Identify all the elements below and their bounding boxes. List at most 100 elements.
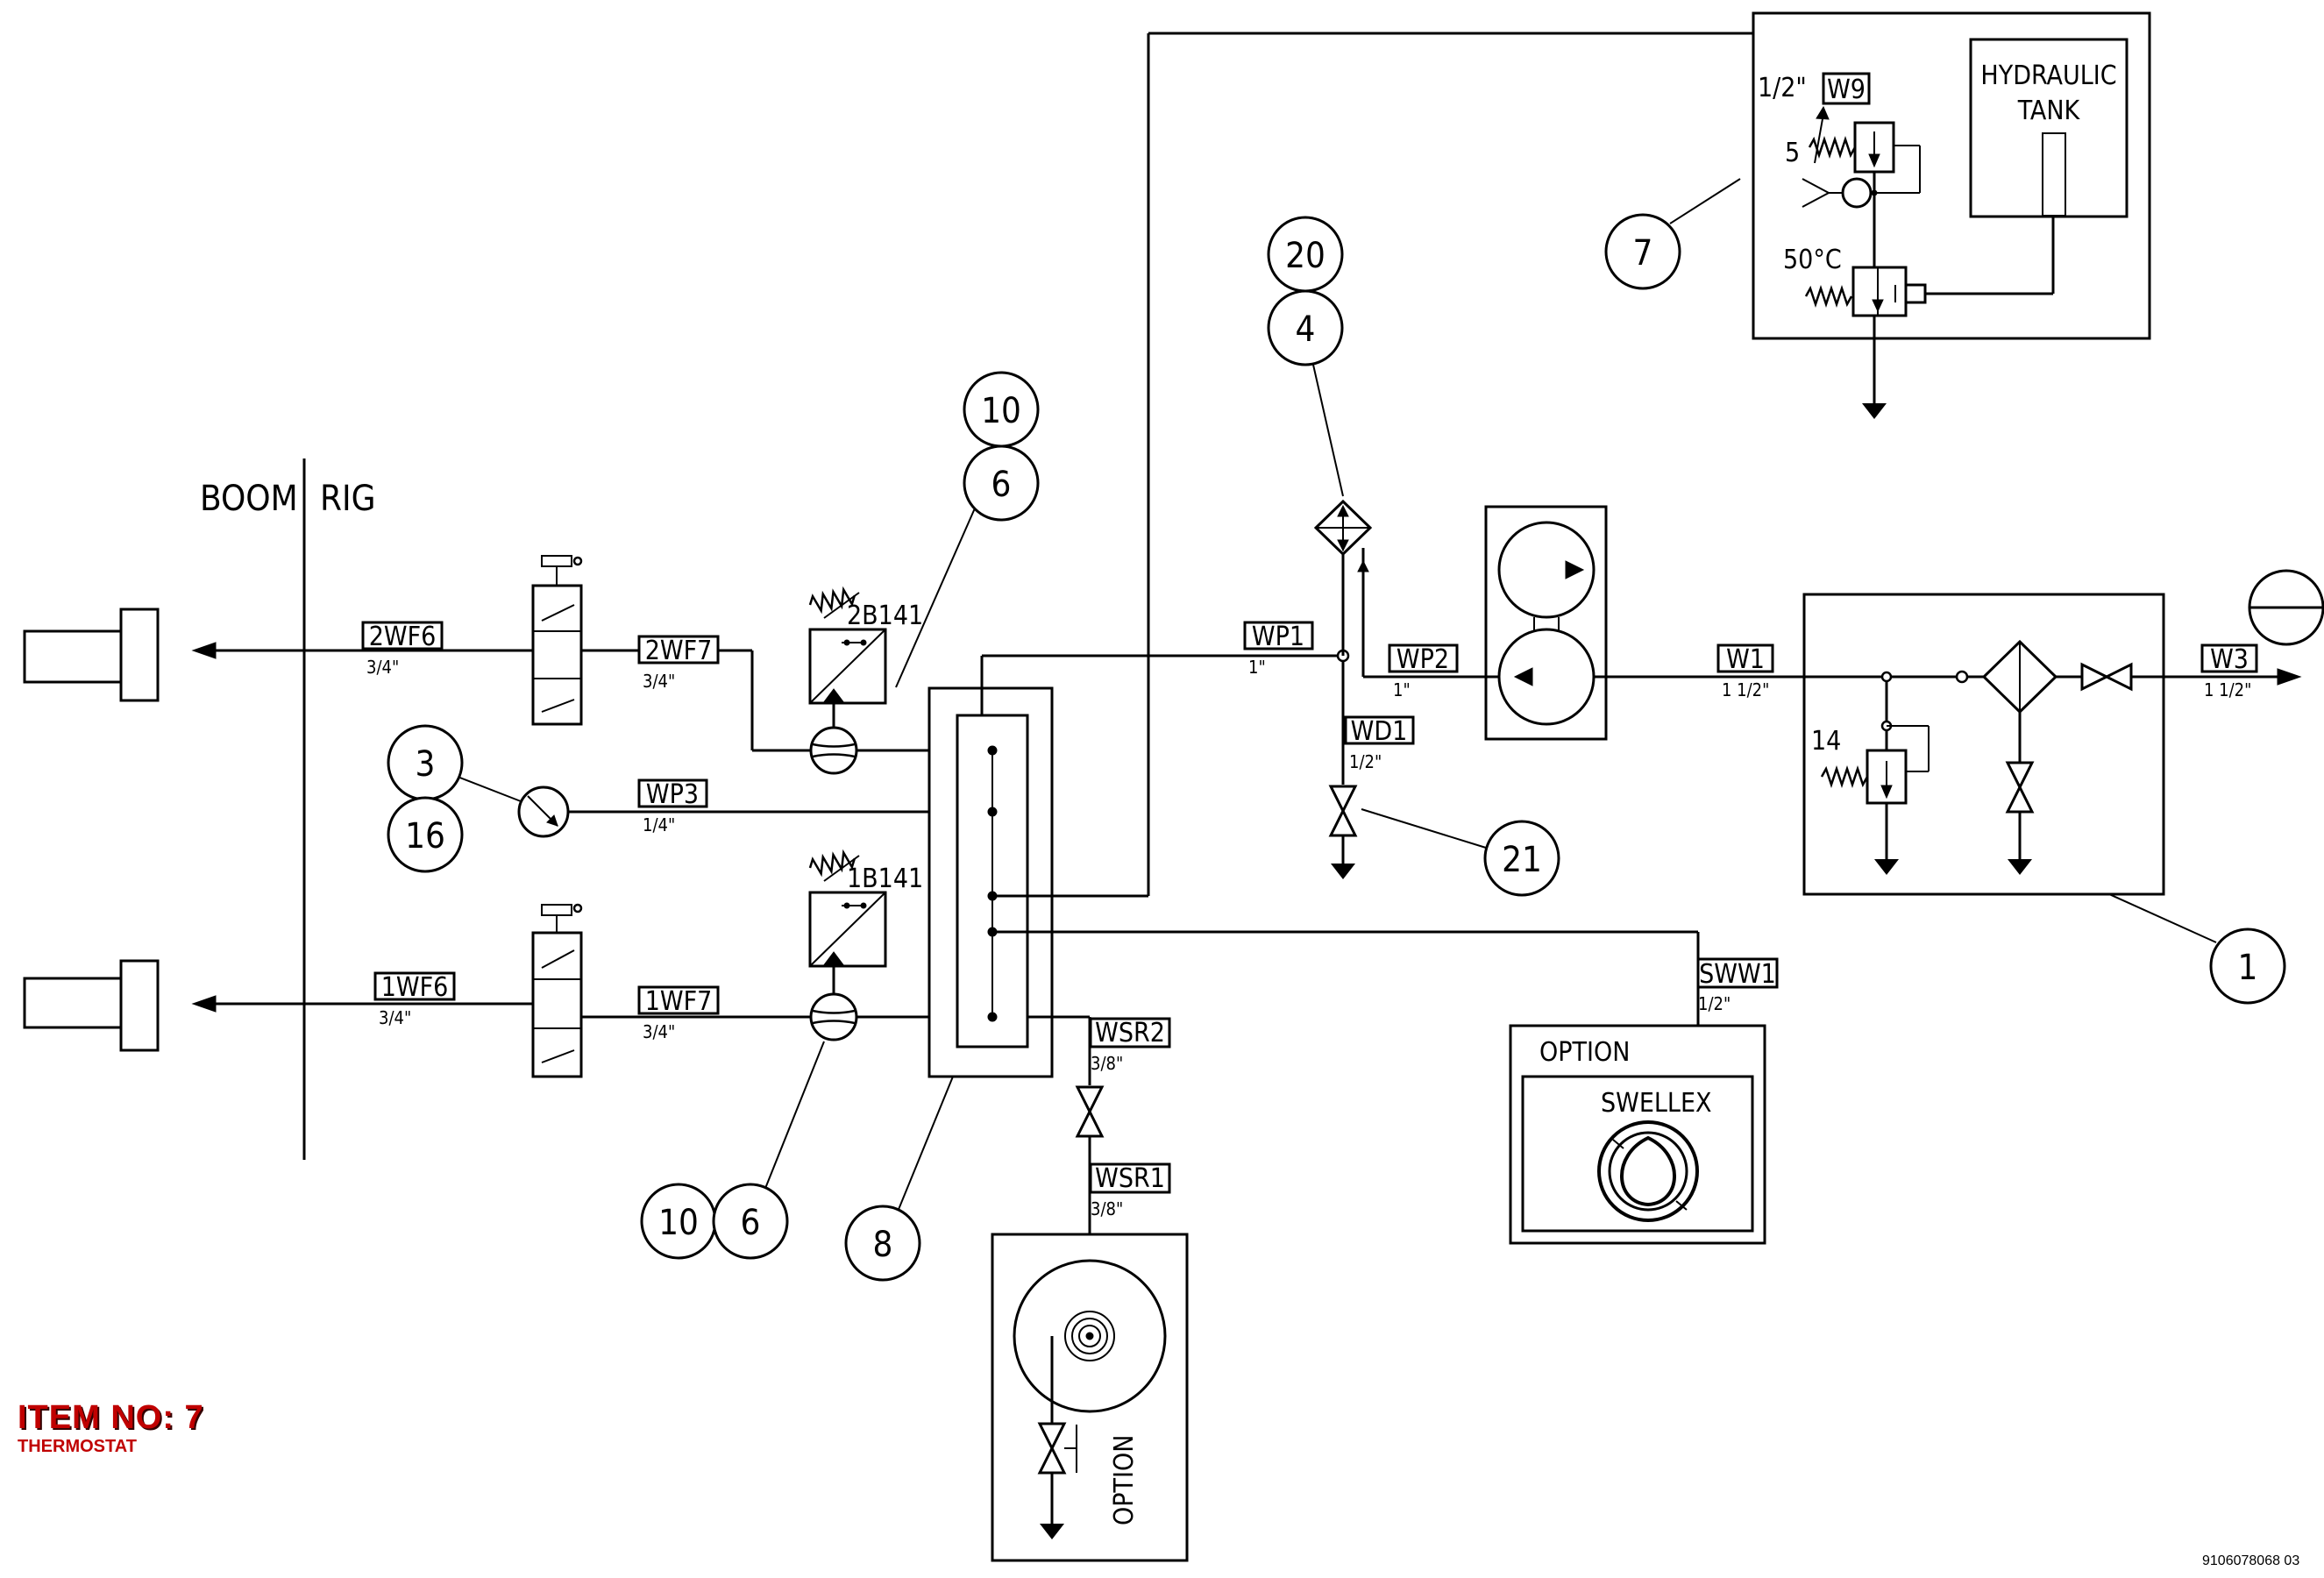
pump xyxy=(1497,628,1596,726)
wsr-branch: OPTION xyxy=(991,1015,1189,1562)
svg-text:1/4": 1/4" xyxy=(643,814,675,835)
valve-drain xyxy=(1329,785,1357,837)
svg-text:1WF7: 1WF7 xyxy=(645,986,713,1017)
rig-label: RIG xyxy=(320,479,376,519)
line-tag-1WF6: 1WF6 3/4" xyxy=(373,971,456,1028)
svg-text:10: 10 xyxy=(981,391,1021,431)
svg-text:6: 6 xyxy=(991,465,1012,505)
svg-text:WP2: WP2 xyxy=(1397,644,1449,675)
relief-valve-top: 5 xyxy=(1785,105,1921,196)
svg-text:8: 8 xyxy=(873,1225,893,1265)
flowmeter-upper xyxy=(809,726,858,775)
outlet-arrow-upper xyxy=(191,642,217,659)
bubble-4 xyxy=(1267,289,1344,366)
outlet-arrow-lower xyxy=(191,995,217,1013)
svg-text:1": 1" xyxy=(1393,679,1411,700)
svg-text:6: 6 xyxy=(741,1203,761,1243)
boom-circuit-lower: 1B141 xyxy=(23,849,992,1078)
svg-text:1/2": 1/2" xyxy=(1758,73,1807,103)
drawing-number: 9106078068 03 xyxy=(2202,1553,2300,1568)
svg-text:3/4": 3/4" xyxy=(643,671,675,692)
line-tag-W3: W3 1 1/2" xyxy=(2200,643,2258,700)
svg-text:WSR1: WSR1 xyxy=(1095,1163,1165,1194)
svg-text:2WF7: 2WF7 xyxy=(645,636,713,666)
svg-text:1WF6: 1WF6 xyxy=(381,972,449,1003)
svg-text:W3: W3 xyxy=(2210,644,2249,675)
svg-text:WP3: WP3 xyxy=(646,779,699,810)
svg-text:3/8": 3/8" xyxy=(1091,1053,1123,1074)
thermostat-setting: 50°C xyxy=(1783,245,1842,275)
motor xyxy=(1497,521,1596,619)
svg-text:4: 4 xyxy=(1296,309,1316,350)
option-swellex: OPTION SWELLEX xyxy=(1509,1024,1766,1245)
valve-wsr xyxy=(1076,1085,1104,1138)
boom-label: BOOM xyxy=(200,479,298,519)
boom-flush-head-upper xyxy=(23,629,123,684)
svg-text:3/4": 3/4" xyxy=(366,657,399,678)
item-description: THERMOSTAT xyxy=(18,1437,137,1456)
boom-flush-head-lower xyxy=(23,977,123,1029)
bubble-7 xyxy=(1604,213,1681,290)
line-tag-W1: W1 1 1/2" xyxy=(1716,643,1774,700)
line-tag-WP3: WP3 1/4" xyxy=(637,778,708,835)
pressure-switch-1B141-label: 1B141 xyxy=(847,864,923,894)
strainer xyxy=(1313,499,1373,557)
check-valve-top xyxy=(1802,177,1873,209)
line-tags: 2WF6 3/4" 2WF7 3/4" WP3 1/4" 1WF6 3/4" 1… xyxy=(361,72,2258,1219)
line-tag-W9: W9 1/2" xyxy=(1758,72,1871,105)
svg-text:20: 20 xyxy=(1285,236,1325,276)
relief-right-setting: 14 xyxy=(1811,726,1841,757)
hydraulic-tank-label-1: HYDRAULIC xyxy=(1980,60,2116,91)
svg-text:W1: W1 xyxy=(1726,644,1765,675)
option-right-label: OPTION xyxy=(1539,1037,1630,1068)
option-bottom-label: OPTION xyxy=(1109,1435,1140,1525)
svg-text:1/2": 1/2" xyxy=(1349,751,1382,772)
line-tag-2WF7: 2WF7 3/4" xyxy=(637,635,720,692)
directional-valve-upper xyxy=(531,555,583,726)
svg-text:3/4": 3/4" xyxy=(379,1007,411,1028)
line-tag-SWW1: SWW1 1/2" xyxy=(1696,957,1779,1014)
boom-rig-divider: BOOM RIG xyxy=(200,458,376,1160)
svg-text:1 1/2": 1 1/2" xyxy=(2204,679,2251,700)
bubble-16 xyxy=(387,796,464,873)
svg-text:WP1: WP1 xyxy=(1252,622,1304,652)
svg-text:WSR2: WSR2 xyxy=(1095,1018,1165,1048)
relief-valve-right: 14 xyxy=(1811,725,1930,805)
svg-text:W9: W9 xyxy=(1827,75,1866,105)
pressure-switch-2B141-label: 2B141 xyxy=(847,601,923,631)
bubble-6-lower xyxy=(712,1183,789,1260)
manifold-block xyxy=(927,32,1876,1078)
item-number: ITEM NO: 7 xyxy=(18,1399,204,1436)
svg-text:1 1/2": 1 1/2" xyxy=(1722,679,1769,700)
svg-text:1/2": 1/2" xyxy=(1698,993,1731,1014)
svg-text:WD1: WD1 xyxy=(1351,716,1408,747)
line-tag-WSR1: WSR1 3/8" xyxy=(1089,1162,1171,1219)
svg-text:7: 7 xyxy=(1633,233,1653,274)
filter-relief-unit: 14 xyxy=(1802,593,2302,896)
svg-text:1: 1 xyxy=(2238,948,2258,988)
pressure-gauge xyxy=(517,785,992,838)
swellex-label: SWELLEX xyxy=(1601,1088,1711,1119)
bubble-6-upper xyxy=(963,444,1040,522)
strainer-branch xyxy=(1313,499,1464,881)
hydraulic-tank: HYDRAULIC TANK xyxy=(1969,38,2129,218)
svg-text:2WF6: 2WF6 xyxy=(369,622,437,652)
boom-flush-flange-lower xyxy=(119,959,160,1052)
boom-flush-flange-upper xyxy=(119,608,160,702)
hydraulic-tank-label-2: TANK xyxy=(2017,96,2081,126)
relief-top-setting: 5 xyxy=(1785,138,1800,168)
flowmeter-lower xyxy=(809,992,858,1041)
swellex-bolt xyxy=(1597,1120,1699,1222)
svg-text:3: 3 xyxy=(416,744,436,785)
svg-text:3/4": 3/4" xyxy=(643,1021,675,1042)
boom-circuit-upper: 2B141 xyxy=(23,555,992,775)
item-note: ITEM NO: 7 THERMOSTAT xyxy=(18,1401,204,1455)
svg-text:3/8": 3/8" xyxy=(1091,1198,1123,1219)
bubble-8 xyxy=(844,1205,921,1282)
bubble-21 xyxy=(1483,820,1560,897)
line-tag-WD1: WD1 1/2" xyxy=(1344,715,1415,772)
line-tag-2WF6: 2WF6 3/4" xyxy=(361,621,444,678)
svg-text:SWW1: SWW1 xyxy=(1699,959,1776,990)
pump-motor-unit xyxy=(1464,505,1957,741)
